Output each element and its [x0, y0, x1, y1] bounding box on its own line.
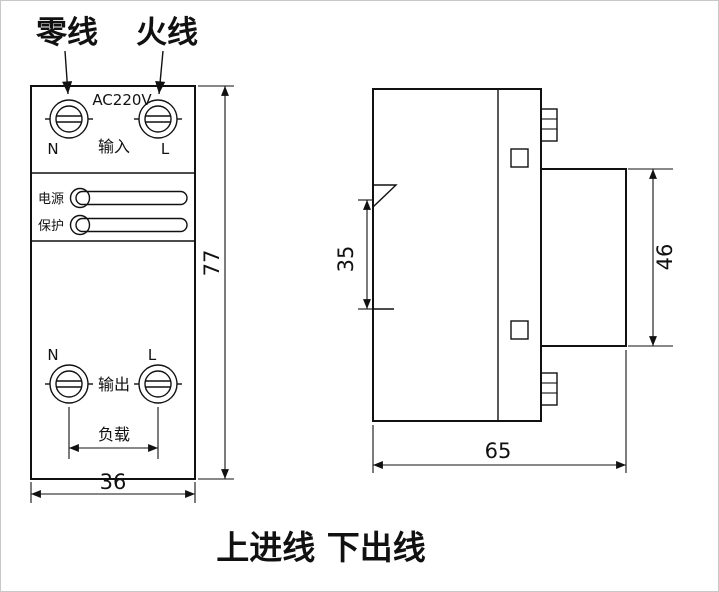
live-wire-label: 火线 — [136, 15, 198, 51]
front-view: AC220V N 输入 L 电源 保护 — [30, 85, 234, 503]
screw-terminal-output-l — [134, 364, 182, 404]
rail-dimension: 35 — [334, 199, 373, 310]
terminal-block-side-top — [540, 108, 558, 142]
indicator-window — [75, 217, 188, 233]
clip-window-top — [510, 148, 529, 168]
terminal-block-side-bottom — [540, 372, 558, 406]
voltage-label: AC220V — [92, 91, 152, 109]
terminal-n-bottom-label: N — [47, 346, 58, 364]
din-hook — [372, 184, 398, 209]
protection-indicator-row: 保护 — [38, 214, 188, 236]
protection-led — [69, 214, 91, 236]
depth-dimension-value: 65 — [485, 439, 512, 463]
power-led — [69, 187, 91, 209]
power-indicator-label: 电源 — [38, 192, 64, 207]
side-body-outline — [372, 88, 542, 422]
terminal-l-top-label: L — [161, 140, 170, 158]
terminal-n-top-label: N — [47, 140, 58, 158]
wire-labels: 零线 火线 — [36, 15, 198, 95]
side-view: 35 46 65 — [334, 88, 677, 473]
mount-step-outline — [541, 168, 627, 347]
height-dimension-value: 77 — [200, 250, 224, 277]
screw-terminal-input-l — [134, 99, 182, 139]
screw-terminal-output-n — [45, 364, 93, 404]
neutral-wire-arrow — [62, 50, 73, 95]
load-label: 负载 — [98, 425, 130, 444]
terminal-l-bottom-label: L — [148, 346, 157, 364]
load-dimension: 负载 — [68, 407, 159, 459]
output-label: 输出 — [98, 375, 130, 394]
depth-dimension: 65 — [372, 350, 627, 473]
screw-terminal-input-n — [45, 99, 93, 139]
indicator-window — [75, 190, 188, 206]
width-dimension-value: 36 — [100, 470, 127, 494]
mount-height-dimension-value: 46 — [653, 244, 677, 271]
front-body-outline — [30, 85, 196, 480]
mount-height-dimension: 46 — [628, 168, 677, 347]
protection-indicator-label: 保护 — [38, 219, 64, 234]
input-label: 输入 — [98, 137, 130, 156]
clip-window-bottom — [510, 320, 529, 340]
power-indicator-row: 电源 — [38, 187, 188, 209]
neutral-wire-label: 零线 — [36, 15, 98, 51]
height-dimension: 77 — [198, 85, 234, 480]
rail-dimension-value: 35 — [334, 246, 358, 273]
footer-note: 上进线 下出线 — [216, 528, 426, 567]
width-dimension: 36 — [30, 470, 196, 503]
live-wire-arrow — [155, 50, 166, 95]
